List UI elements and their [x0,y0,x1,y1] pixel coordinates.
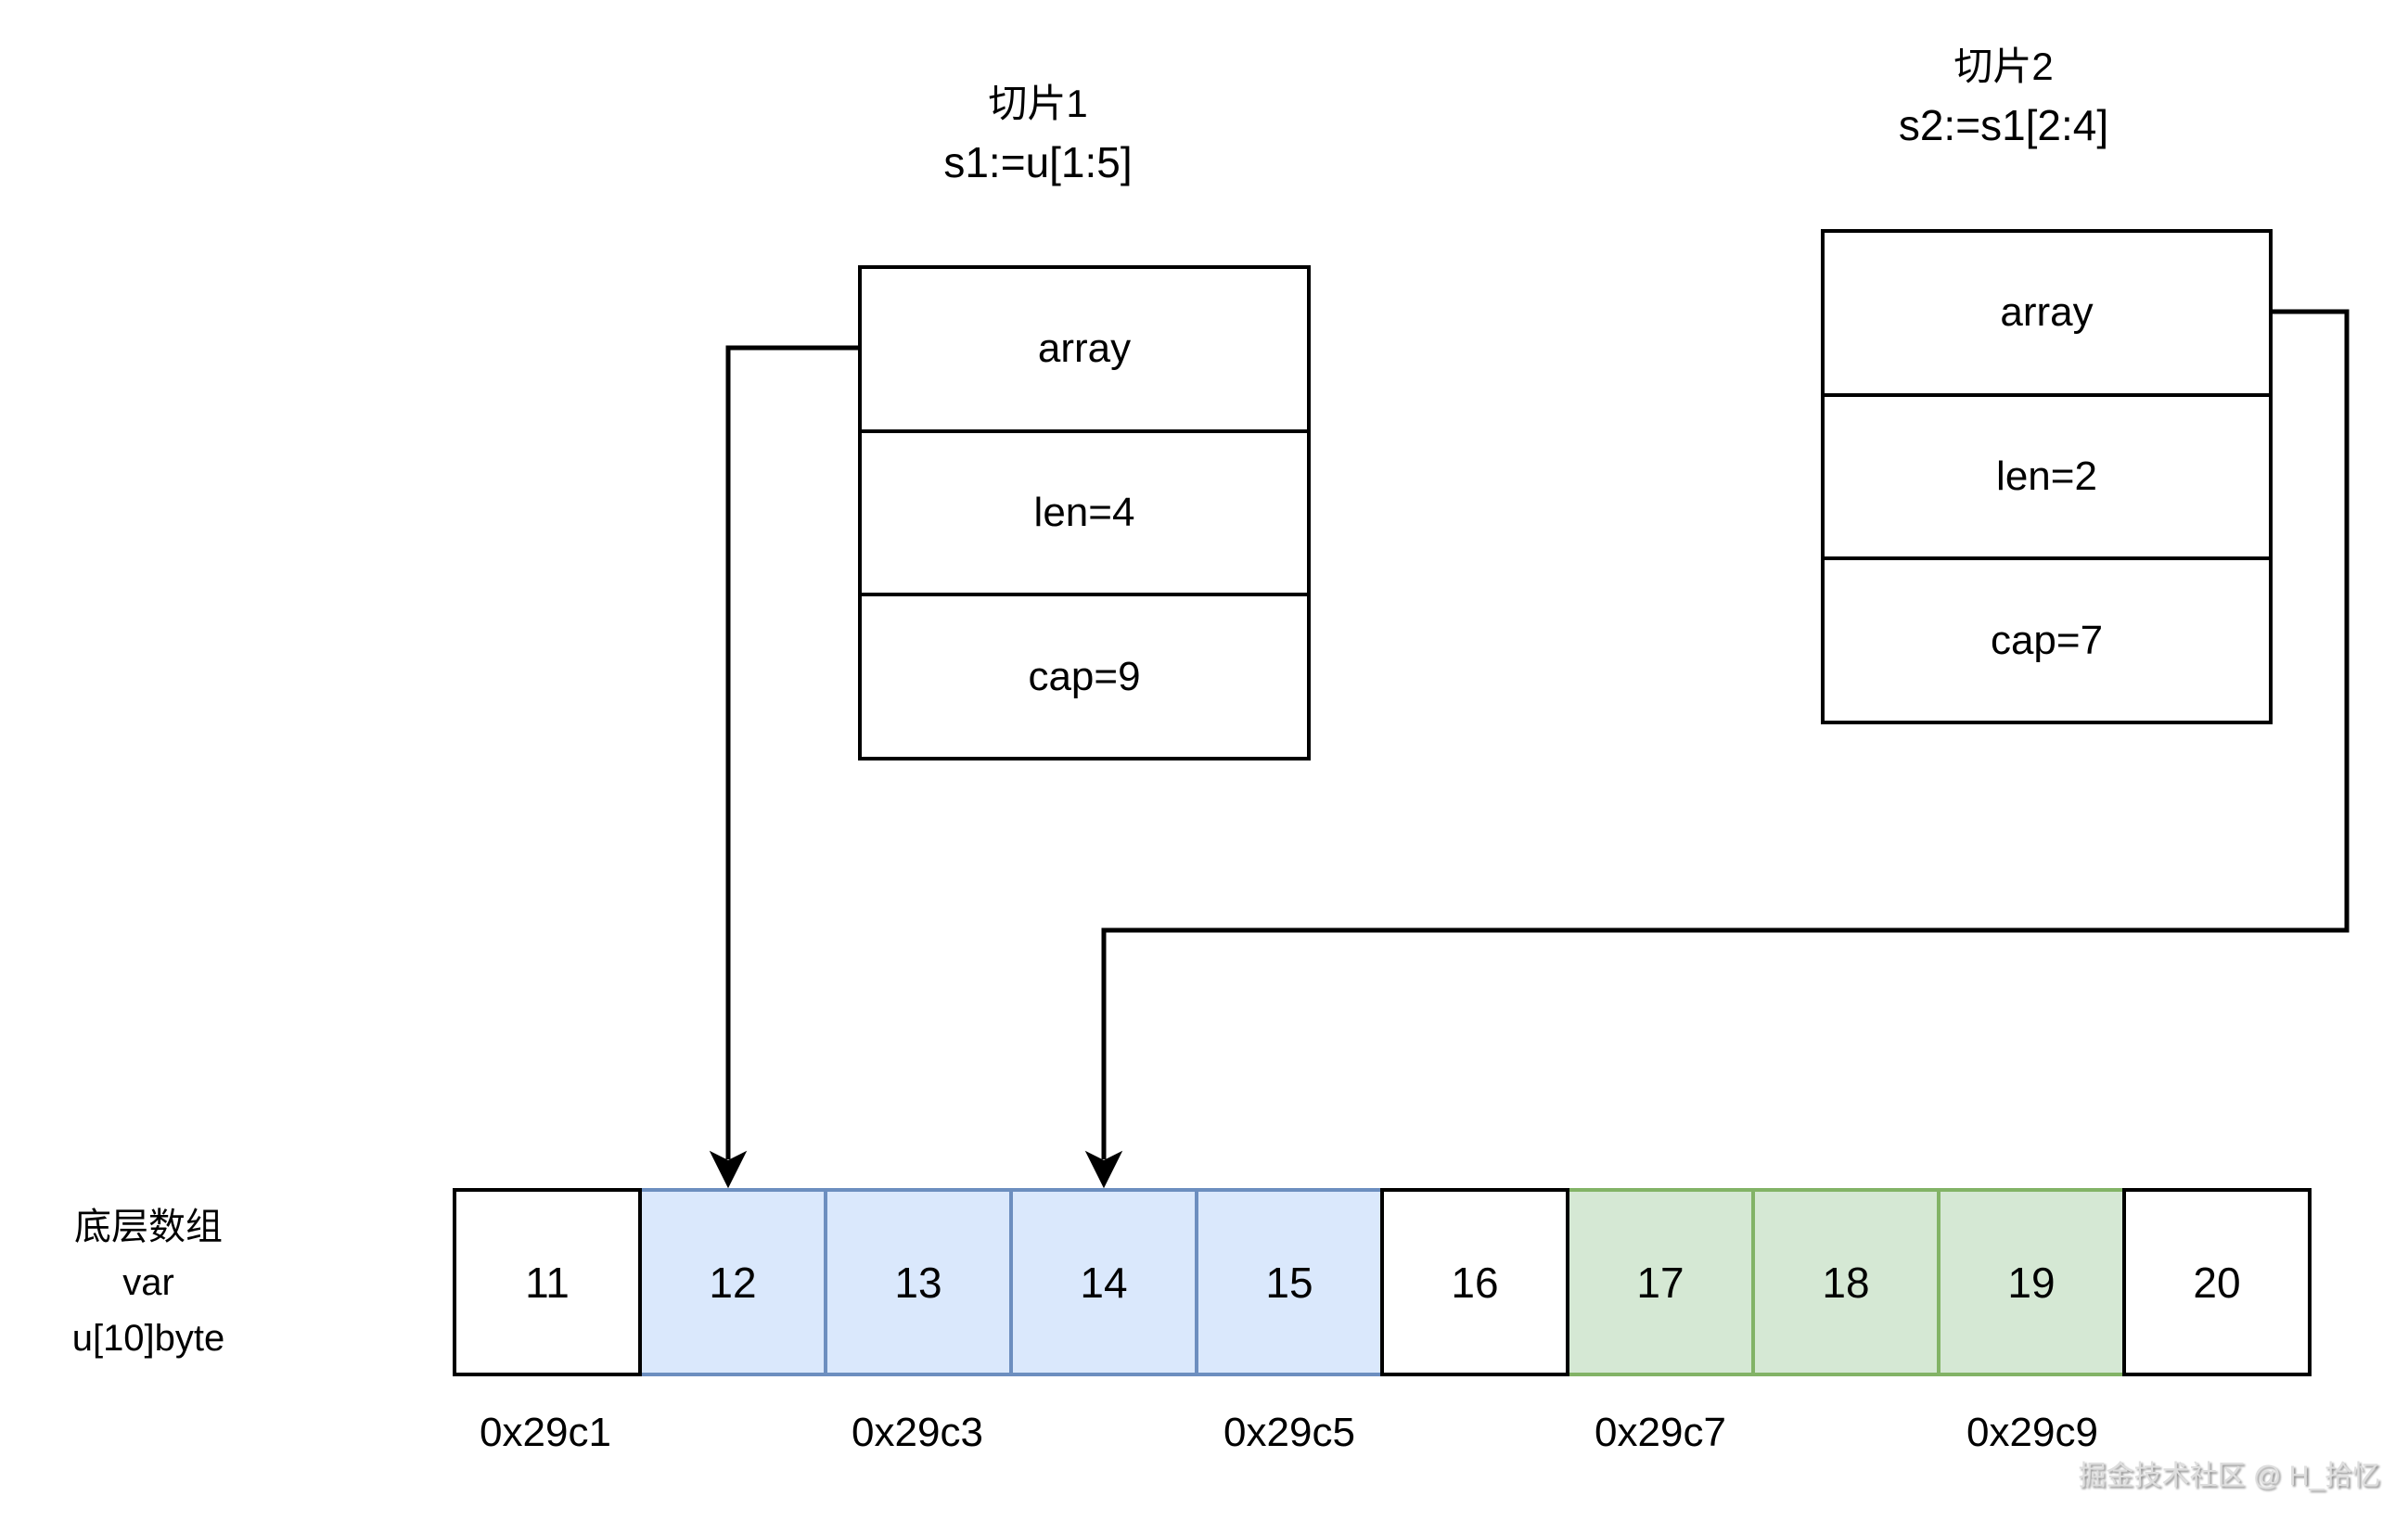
slice1-pointer-line [725,345,858,1159]
array-cell: 12 [638,1188,827,1376]
slice1-struct-box: array len=4 cap=9 [858,265,1311,760]
watermark: 掘金技术社区 @ H_拾忆 [2078,1461,2380,1491]
address-label: 0x29c5 [1223,1410,1355,1455]
slice1-arrowhead-icon [709,1150,748,1189]
array-cell: 13 [824,1188,1013,1376]
address-label: 0x29c3 [852,1410,983,1455]
slice2-field-len: len=2 [1825,392,2269,557]
address-label: 0x29c9 [1966,1410,2098,1455]
array-cell: 11 [453,1188,642,1376]
slice2-arrowhead-icon [1084,1150,1123,1189]
slice1-field-cap: cap=9 [862,593,1307,757]
array-cell: 20 [2122,1188,2312,1376]
array-cell: 17 [1566,1188,1755,1376]
array-cell: 14 [1009,1188,1198,1376]
underlying-array-label-line1: 底层数组 [74,1207,223,1247]
slice1-title: 切片1 [988,82,1088,125]
address-label: 0x29c7 [1595,1410,1726,1455]
slice2-struct-box: array len=2 cap=7 [1821,229,2273,724]
slice1-field-len: len=4 [862,428,1307,594]
slice2-subtitle: s2:=s1[2:4] [1898,101,2109,149]
slice1-subtitle: s1:=u[1:5] [943,138,1133,186]
address-label: 0x29c1 [480,1410,611,1455]
array-cell: 16 [1380,1188,1569,1376]
slice1-field-array: array [1037,326,1132,372]
array-cell: 15 [1195,1188,1384,1376]
underlying-array-label-line2: var [122,1262,174,1303]
slice2-title: 切片2 [1953,45,2054,88]
array-cell: 19 [1937,1188,2126,1376]
slice2-field-cap: cap=7 [1825,556,2269,721]
underlying-array-label-line3: u[10]byte [71,1318,225,1359]
slice2-field-array: array [2000,289,2094,336]
array-cell: 18 [1751,1188,1940,1376]
